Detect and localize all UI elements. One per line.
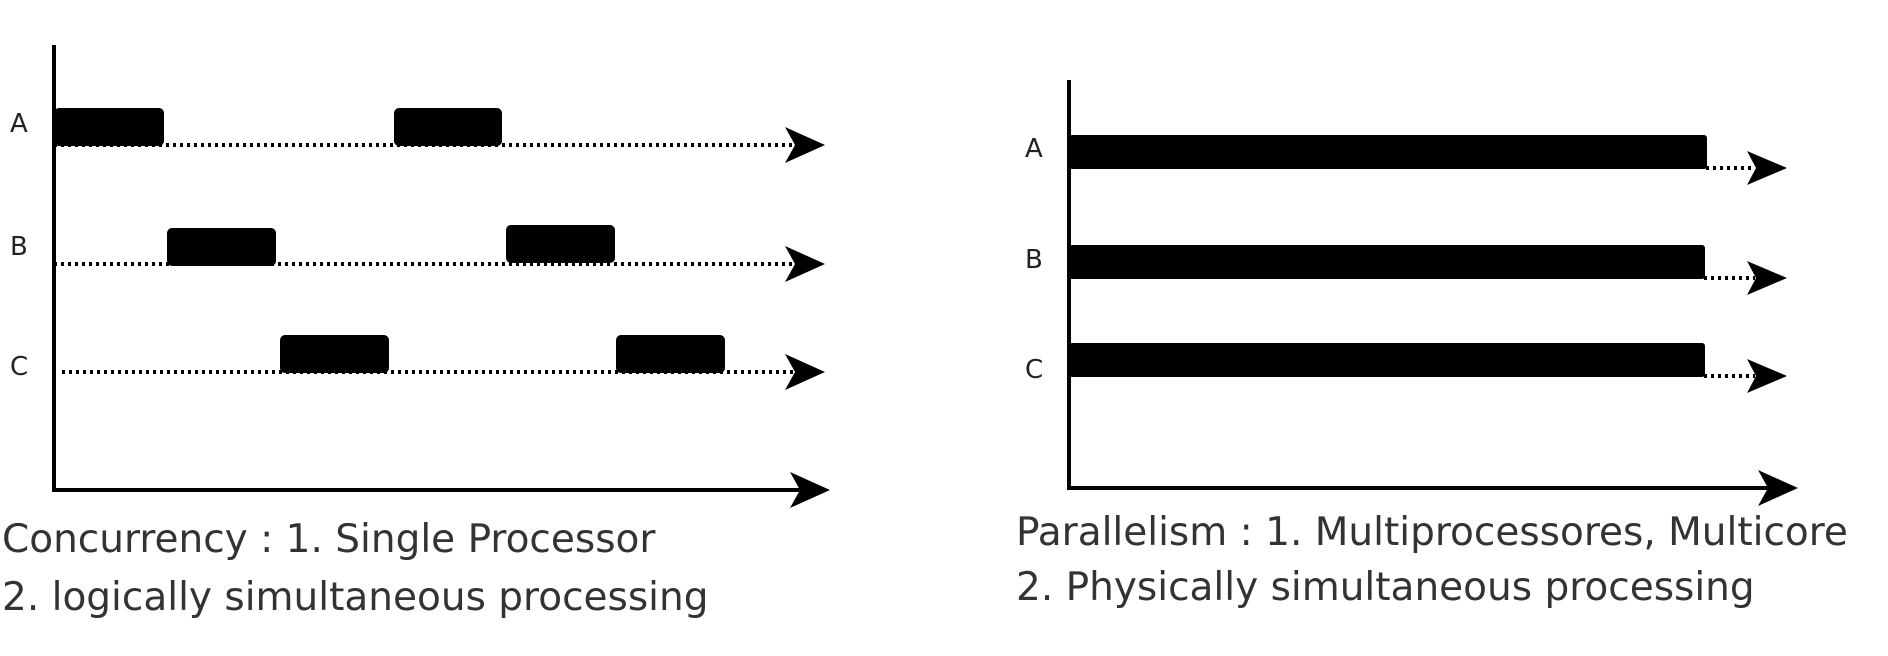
parallelism-lane-label-c: C [1025, 355, 1043, 385]
concurrency-timeline-a-arrow-icon [785, 127, 825, 163]
concurrency-lane-label-c: C [10, 352, 28, 382]
parallelism-caption-line-1: Parallelism : 1. Multiprocessores, Multi… [1016, 510, 1848, 555]
concurrency-timeline-c-arrow-icon [785, 354, 825, 390]
parallelism-x-axis-arrow-icon [1758, 470, 1798, 506]
concurrency-timeline-b-arrow-icon [785, 246, 825, 282]
concurrency-c-slice-1 [280, 335, 389, 373]
concurrency-lane-label-b: B [10, 232, 28, 262]
concurrency-lane-label-a: A [10, 109, 28, 139]
parallelism-lane-label-a: A [1025, 134, 1043, 164]
concurrency-caption-line-1: Concurrency : 1. Single Processor [2, 517, 656, 562]
parallelism-lane-label-b: B [1025, 245, 1043, 275]
concurrency-b-slice-2 [506, 225, 615, 263]
concurrency-panel: A B C Concurrency : 1. Single Processor … [2, 45, 830, 620]
parallelism-timeline-b-arrow-icon [1747, 261, 1787, 295]
concurrency-x-axis-arrow-icon [790, 472, 830, 508]
concurrency-a-slice-1 [54, 108, 164, 146]
parallelism-timeline-c-arrow-icon [1747, 359, 1787, 393]
parallelism-b-bar [1069, 245, 1705, 279]
parallelism-panel: A B C Parallelism : 1. Multiprocessores,… [1016, 80, 1848, 610]
parallelism-timeline-a-arrow-icon [1747, 151, 1787, 185]
concurrency-c-slice-2 [616, 335, 725, 373]
concurrency-a-slice-2 [394, 108, 502, 146]
concurrency-caption-line-2: 2. logically simultaneous processing [2, 575, 708, 620]
parallelism-caption-line-2: 2. Physically simultaneous processing [1016, 565, 1755, 610]
concurrency-b-slice-1 [167, 228, 276, 266]
parallelism-a-bar [1069, 135, 1707, 169]
parallelism-c-bar [1069, 343, 1705, 377]
